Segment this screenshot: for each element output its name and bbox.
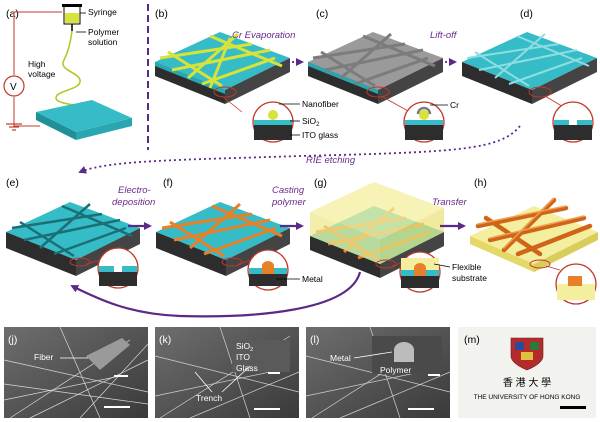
- arrow-d-to-e: [78, 125, 521, 174]
- sem-image-j: [4, 327, 148, 418]
- panel-k: (k) SiO2 ITO Glass Trench: [154, 326, 300, 419]
- fiber-label-j: Fiber: [34, 352, 54, 362]
- step-cr-evaporation: Cr Evaporation: [232, 30, 295, 41]
- high-voltage-label-line2: voltage: [28, 69, 56, 79]
- polymer-layer-g: [310, 182, 444, 264]
- trench-label-k: Trench: [196, 393, 222, 403]
- panel-label-b: (b): [155, 8, 168, 20]
- step-transfer: Transfer: [432, 197, 468, 208]
- panel-label-j: (j): [8, 334, 17, 346]
- syringe-label: Syringe: [88, 7, 117, 17]
- metal-network-h: [475, 197, 593, 257]
- metal-label-f: Metal: [302, 274, 323, 284]
- polymer-solution-label-line2: solution: [88, 37, 118, 47]
- cr-label: Cr: [450, 100, 459, 110]
- panel-label-c: (c): [316, 8, 328, 20]
- panel-label-a: (a): [6, 8, 19, 20]
- panel-a: (a) Syringe Polymer solution V High volt…: [3, 4, 132, 140]
- scale-bar-k1: [268, 372, 280, 374]
- zoom-circle-g: [399, 251, 441, 293]
- high-voltage-circuit: V: [3, 11, 62, 131]
- arrow-g-to-e-return: [70, 271, 362, 318]
- voltage-source-symbol: V: [10, 82, 17, 93]
- step-electro-deposition-line1: Electro-: [118, 185, 151, 196]
- panel-m: (m) 香 港 大 學 THE UNIVERSITY OF HONG KONG: [458, 327, 596, 418]
- high-voltage-label-line1: High: [28, 59, 46, 69]
- ito-glass-label: ITO glass: [302, 130, 338, 140]
- panel-b: (b) Nanofiber SiO2 ITO glass: [155, 8, 339, 143]
- panel-label-e: (e): [6, 177, 19, 189]
- exposed-lines-d: [466, 33, 590, 87]
- trenches-e: [11, 203, 133, 258]
- scale-bar-k2: [254, 408, 280, 410]
- panel-label-l: (l): [310, 334, 319, 346]
- step-rie-etching: RIE etching: [306, 155, 356, 166]
- panel-d: (d): [462, 8, 597, 143]
- flexible-substrate-label-line1: Flexible: [452, 262, 482, 272]
- cross-section-inset-k: [232, 340, 290, 372]
- panel-label-m: (m): [464, 334, 480, 346]
- ito-label-k: ITO: [236, 352, 250, 362]
- zoom-circle-d: [552, 101, 594, 143]
- panel-label-d: (d): [520, 8, 533, 20]
- step-electro-deposition-line2: deposition: [112, 197, 155, 208]
- metal-lines-f: [161, 202, 283, 258]
- zoom-circle-f: [247, 249, 289, 291]
- zoom-circle-e: [97, 247, 139, 289]
- panel-label-h: (h): [474, 177, 487, 189]
- cr-coated-fibers-c: [312, 32, 436, 88]
- flexible-substrate-label-line2: substrate: [452, 273, 487, 283]
- metal-label-l: Metal: [330, 353, 351, 363]
- step-lift-off: Lift-off: [430, 30, 458, 41]
- nanofiber-label: Nanofiber: [302, 99, 339, 109]
- sio2-label-b: SiO2: [302, 116, 320, 128]
- sio2-label-k: SiO2: [236, 341, 253, 353]
- university-name-english: THE UNIVERSITY OF HONG KONG: [474, 394, 581, 401]
- university-crest-icon: [510, 337, 544, 371]
- scale-bar-j2: [104, 406, 130, 408]
- scale-bar-l1: [428, 374, 440, 376]
- polymer-label-l: Polymer: [380, 365, 411, 375]
- fiber-sample-j: [86, 338, 130, 370]
- panel-l: (l) Metal Polymer: [305, 326, 451, 419]
- zoom-circle-b: [252, 101, 294, 143]
- zoom-circle-h: [555, 263, 597, 305]
- panel-label-f: (f): [163, 177, 173, 189]
- nanofibers-b: [159, 32, 283, 89]
- glass-label-k: Glass: [236, 363, 258, 373]
- substrate-block-d: [462, 32, 597, 104]
- scale-bar-m: [560, 406, 586, 409]
- panel-f: (f) Metal: [156, 177, 323, 291]
- panel-e: (e): [6, 177, 140, 289]
- zoom-circle-c: [403, 101, 445, 143]
- syringe-icon: [62, 4, 82, 31]
- panel-label-k: (k): [159, 334, 171, 346]
- polymer-solution-label-line1: Polymer: [88, 27, 119, 37]
- step-casting-polymer-line2: polymer: [271, 197, 307, 208]
- panel-h: (h): [470, 177, 598, 305]
- panel-c: (c) Cr: [308, 8, 459, 143]
- university-name-chinese: 香 港 大 學: [503, 376, 551, 389]
- step-casting-polymer-line1: Casting: [272, 185, 305, 196]
- scale-bar-l2: [408, 408, 434, 410]
- panel-g: (g) Flexible substrate: [310, 177, 487, 293]
- panel-j: (j) Fiber: [3, 326, 149, 419]
- collector-substrate: [36, 100, 132, 140]
- scale-bar-j1: [114, 375, 128, 377]
- panel-label-g: (g): [314, 177, 327, 189]
